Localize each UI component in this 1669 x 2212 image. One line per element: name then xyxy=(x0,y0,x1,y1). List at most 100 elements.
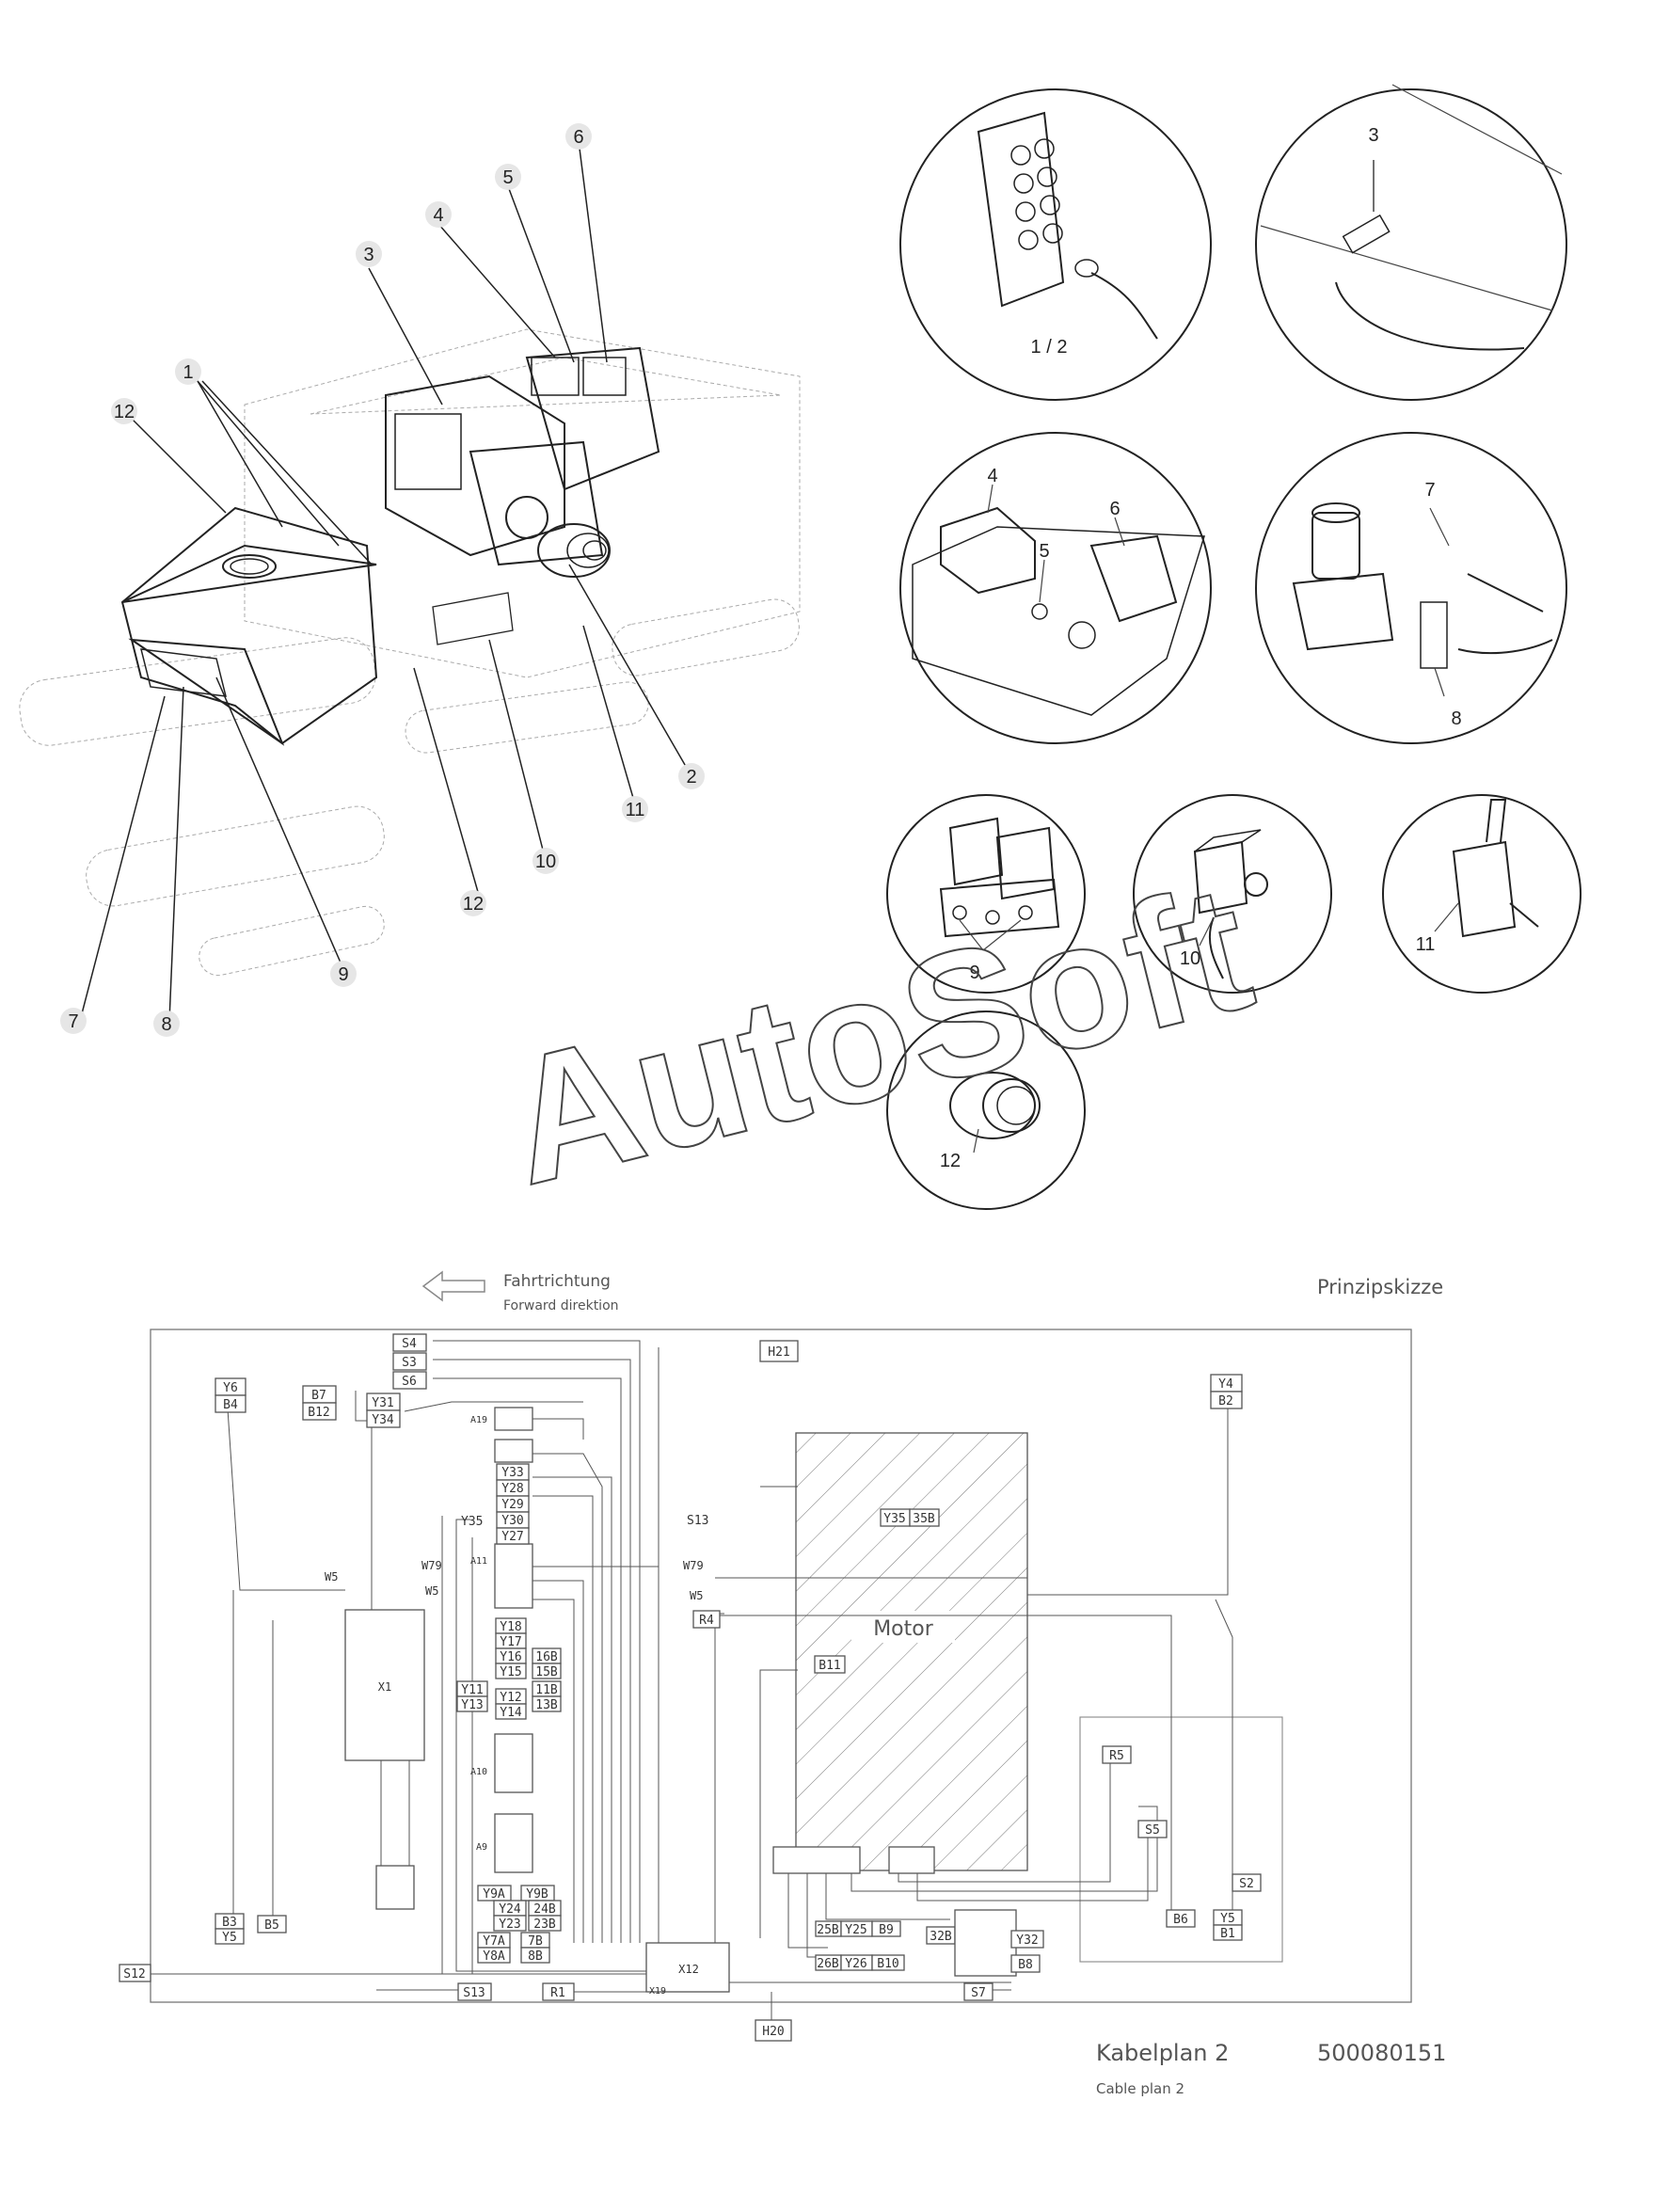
connector-a11: A11 xyxy=(470,1543,533,1609)
svg-text:Y34: Y34 xyxy=(372,1413,394,1427)
detail-label-6: 6 xyxy=(1109,499,1120,519)
svg-text:Y35: Y35 xyxy=(883,1512,905,1526)
svg-text:8B: 8B xyxy=(528,1949,543,1964)
detail-label-12: 12 xyxy=(940,1151,961,1171)
callout-11: 11 xyxy=(626,800,645,820)
detail-label-5: 5 xyxy=(1039,541,1049,562)
callout-1: 1 xyxy=(183,362,193,383)
svg-text:Y5: Y5 xyxy=(1220,1912,1235,1926)
svg-text:Y30: Y30 xyxy=(501,1514,523,1528)
svg-text:B6: B6 xyxy=(1173,1913,1188,1927)
callout-4: 4 xyxy=(433,205,443,226)
svg-text:B3: B3 xyxy=(222,1916,237,1930)
svg-text:Y9A: Y9A xyxy=(483,1887,505,1902)
svg-text:H20: H20 xyxy=(762,2025,784,2039)
svg-text:Y24: Y24 xyxy=(499,1902,521,1917)
svg-text:Y13: Y13 xyxy=(461,1698,483,1712)
svg-text:35B: 35B xyxy=(913,1512,935,1526)
detail-label-11: 11 xyxy=(1416,934,1436,955)
callout-8: 8 xyxy=(161,1014,171,1035)
callout-6: 6 xyxy=(573,127,583,148)
svg-text:A11: A11 xyxy=(470,1556,487,1567)
detail-label-3: 3 xyxy=(1368,125,1378,146)
svg-text:Y14: Y14 xyxy=(500,1706,522,1720)
svg-text:R5: R5 xyxy=(1109,1749,1124,1763)
detail-7-8-sensors: 7 8 xyxy=(1255,432,1567,744)
svg-text:B11: B11 xyxy=(819,1659,840,1673)
document-number: 500080151 xyxy=(1317,2040,1446,2066)
motor-label: Motor xyxy=(873,1617,934,1641)
svg-text:S5: S5 xyxy=(1145,1823,1160,1838)
svg-text:Y15: Y15 xyxy=(500,1665,521,1679)
detail-11-switch-box: 11 xyxy=(1382,794,1582,994)
svg-text:B7: B7 xyxy=(311,1389,326,1403)
svg-text:23B: 23B xyxy=(533,1918,556,1932)
x1-label: X1 xyxy=(378,1680,391,1694)
connector-a10: A10 xyxy=(470,1733,533,1793)
svg-text:B1: B1 xyxy=(1220,1927,1235,1941)
detail-9-valves: 9 xyxy=(886,794,1086,994)
motor-connector-a12 xyxy=(772,1846,861,1874)
svg-text:B8: B8 xyxy=(1018,1958,1033,1972)
svg-text:S3: S3 xyxy=(402,1356,417,1370)
tank-body xyxy=(120,506,378,746)
svg-text:Y26: Y26 xyxy=(845,1957,866,1971)
x1-block xyxy=(344,1609,425,1761)
svg-text:25B: 25B xyxy=(817,1923,839,1937)
svg-text:15B: 15B xyxy=(535,1665,558,1679)
svg-text:Y11: Y11 xyxy=(461,1683,483,1697)
detail-10-sensor-box: 10 xyxy=(1133,794,1332,994)
svg-text:Y5: Y5 xyxy=(222,1931,237,1945)
svg-text:B10: B10 xyxy=(877,1957,898,1971)
svg-text:Y31: Y31 xyxy=(372,1396,393,1410)
svg-text:A19: A19 xyxy=(470,1415,487,1425)
svg-text:B2: B2 xyxy=(1218,1394,1233,1408)
detail-label-4: 4 xyxy=(987,466,997,486)
svg-text:R1: R1 xyxy=(550,1986,565,2000)
component-boxes: S4 S3 S6 H21 Y6 B4 B7 B12 Y31 Y34 Y4 B2 … xyxy=(119,1333,1262,2042)
detail-label-1-2: 1 / 2 xyxy=(1031,337,1068,358)
svg-text:W79: W79 xyxy=(421,1559,442,1572)
callout-10: 10 xyxy=(535,851,556,872)
svg-text:A9: A9 xyxy=(476,1842,487,1853)
callout-3: 3 xyxy=(363,245,374,265)
svg-text:B9: B9 xyxy=(879,1923,894,1937)
svg-text:16B: 16B xyxy=(535,1650,558,1664)
watermark-text: AutoSoft xyxy=(488,847,1268,1223)
svg-text:Y28: Y28 xyxy=(501,1482,523,1496)
track-left-ghost xyxy=(19,637,385,977)
detail-label-10: 10 xyxy=(1180,948,1200,969)
x12-label: X12 xyxy=(678,1963,699,1976)
right-sensor-group xyxy=(1079,1716,1283,1963)
motor-connector-a13 xyxy=(888,1846,935,1874)
svg-text:Y7A: Y7A xyxy=(483,1934,505,1949)
footer-title-de: Kabelplan 2 xyxy=(1096,2040,1229,2066)
schematic-frame xyxy=(150,1329,1412,2003)
direction-label-en: Forward direktion xyxy=(503,1298,619,1313)
svg-text:X19: X19 xyxy=(649,1986,666,1997)
direction-arrow-icon xyxy=(421,1270,485,1302)
detail-label-7: 7 xyxy=(1424,480,1435,501)
wire-bundle xyxy=(151,1340,1233,2020)
callout-5: 5 xyxy=(502,167,513,188)
svg-text:H21: H21 xyxy=(768,1345,789,1360)
svg-text:B12: B12 xyxy=(308,1406,329,1420)
svg-text:Y33: Y33 xyxy=(501,1466,523,1480)
svg-text:13B: 13B xyxy=(535,1698,558,1712)
svg-text:Y29: Y29 xyxy=(501,1498,523,1512)
schematic-title: Prinzipskizze xyxy=(1317,1276,1443,1298)
motor-block xyxy=(795,1432,1028,1871)
connector-a9: A9 xyxy=(476,1813,533,1873)
svg-text:S7: S7 xyxy=(971,1986,986,2000)
svg-text:Y6: Y6 xyxy=(223,1381,238,1395)
svg-text:Y16: Y16 xyxy=(500,1650,521,1664)
machine-assembly-drawing: 1 2 3 4 5 6 7 8 9 10 11 12 12 xyxy=(19,123,801,1037)
detail-label-9: 9 xyxy=(969,963,979,983)
callout-12-bottom: 12 xyxy=(463,894,484,915)
x12-block xyxy=(645,1942,730,1993)
detail-1-2-junction-box: 1 / 2 xyxy=(899,88,1212,401)
callout-2: 2 xyxy=(686,767,696,788)
detail-4-5-6-tank-top: 4 5 6 xyxy=(899,432,1212,744)
footer-title-en: Cable plan 2 xyxy=(1096,2080,1184,2097)
